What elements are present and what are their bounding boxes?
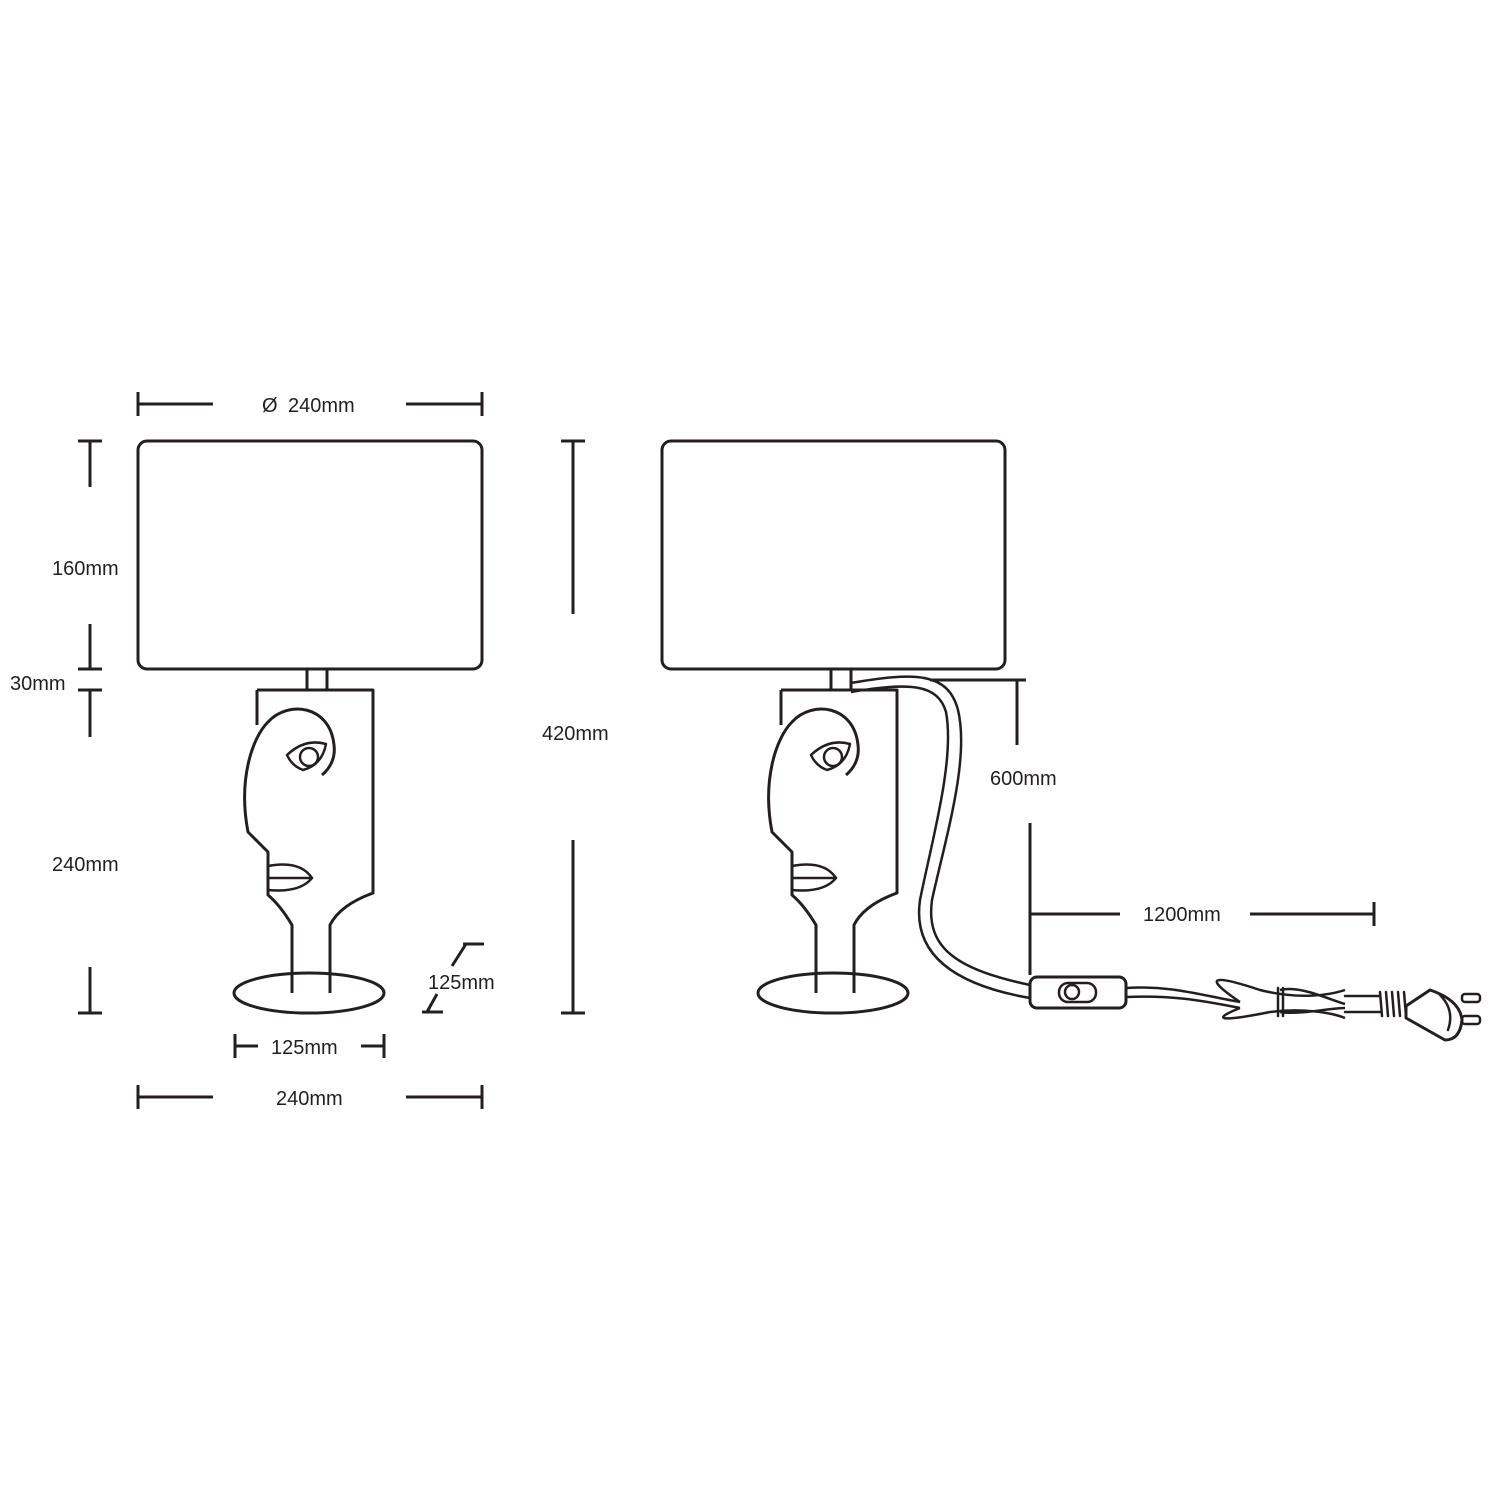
- side-view: [660, 439, 1482, 1042]
- euro-plug-icon: [1343, 988, 1482, 1042]
- lamp-neck-side: [829, 669, 853, 690]
- dim-switch-to-plug: 1200mm: [1030, 902, 1376, 926]
- diameter-symbol: Ø: [262, 395, 278, 417]
- face-body-side: [767, 688, 899, 993]
- face-eye-front: [285, 741, 328, 772]
- plug-cord: [1125, 978, 1346, 1020]
- shade-diameter-label: 240mm: [288, 395, 355, 417]
- dim-shade-diameter: Ø 240mm: [136, 392, 484, 417]
- dim-cord-to-switch: 600mm: [930, 678, 1057, 975]
- overall-width-label: 240mm: [276, 1088, 343, 1110]
- switch-to-plug-label: 1200mm: [1143, 904, 1221, 926]
- base-depth-label: 125mm: [428, 972, 495, 994]
- face-lips-side: [790, 863, 838, 892]
- lamp-base-front: [232, 971, 386, 1015]
- lamp-neck-front: [305, 669, 329, 690]
- inline-switch-icon: [1028, 975, 1128, 1010]
- lamp-shade-side: [660, 439, 1007, 671]
- dim-base-width: 125mm: [233, 1034, 386, 1059]
- lamp-shade-front: [136, 439, 484, 671]
- dim-vertical-left: 160mm 30mm 240mm: [10, 439, 119, 1015]
- body-height-label: 240mm: [52, 854, 119, 876]
- base-width-label: 125mm: [271, 1037, 338, 1059]
- dim-base-depth: 125mm: [422, 942, 495, 1014]
- cord-to-switch-label: 600mm: [990, 768, 1057, 790]
- face-body-front: [243, 688, 375, 993]
- lamp-base-side: [756, 971, 910, 1015]
- neck-height-label: 30mm: [10, 673, 66, 695]
- dim-overall-width: 240mm: [136, 1085, 484, 1110]
- dim-overall-height: 420mm: [542, 439, 609, 1015]
- overall-height-label: 420mm: [542, 723, 609, 745]
- face-lips-front: [266, 863, 314, 892]
- front-view: [136, 439, 484, 1015]
- power-cord: [850, 675, 1031, 1000]
- face-eye-side: [809, 741, 852, 772]
- shade-height-label: 160mm: [52, 558, 119, 580]
